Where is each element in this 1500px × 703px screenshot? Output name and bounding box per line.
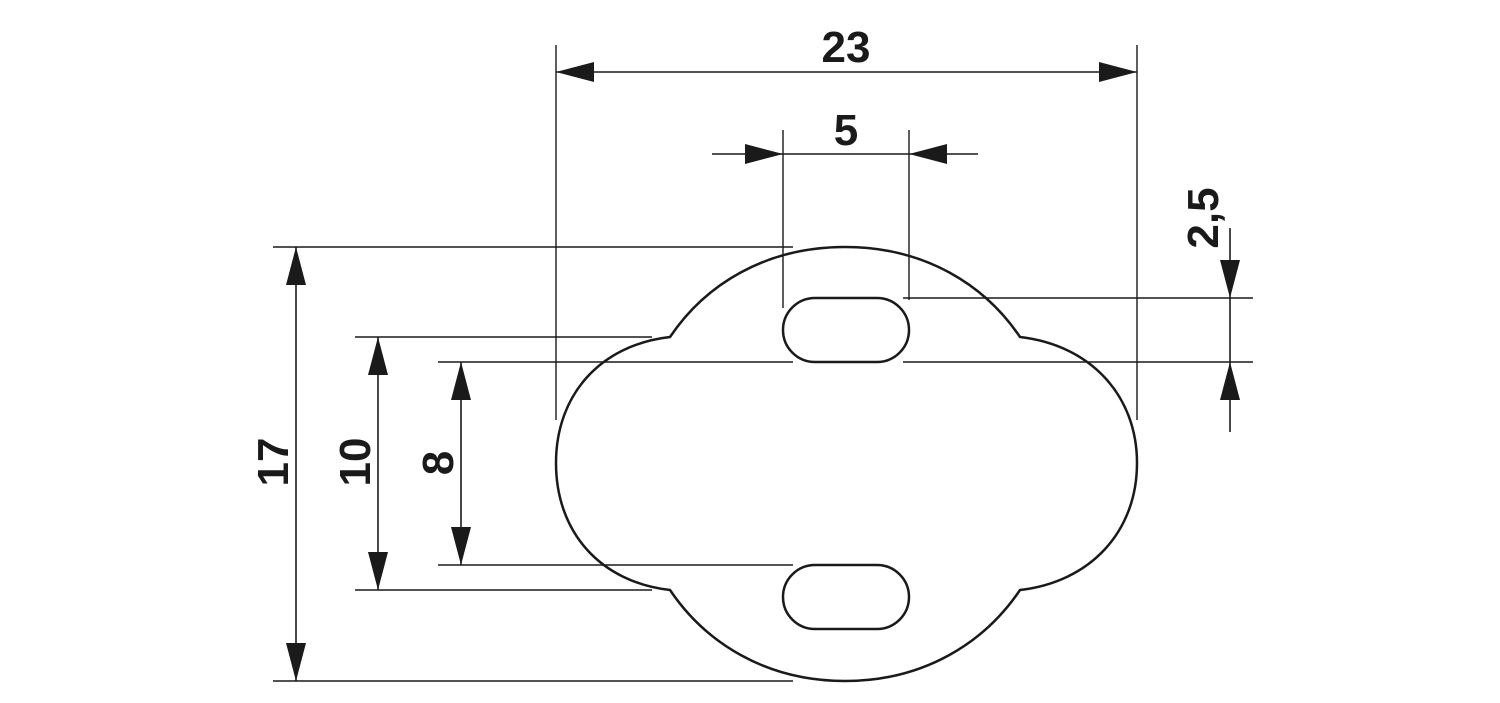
label-slot-width: 2,5 bbox=[1179, 187, 1228, 248]
dim-slot-spacing: 8 bbox=[414, 362, 471, 565]
label-overall-height: 17 bbox=[249, 438, 298, 487]
bottom-slot bbox=[781, 563, 911, 631]
label-slot-length: 5 bbox=[834, 106, 858, 155]
part-outline bbox=[554, 245, 1139, 683]
dim-slot-length: 5 bbox=[712, 106, 978, 164]
label-slot-spacing: 8 bbox=[414, 451, 463, 475]
dim-overall-width: 23 bbox=[556, 23, 1137, 82]
dim-slot-width: 2,5 bbox=[1179, 187, 1240, 432]
top-slot bbox=[781, 296, 911, 364]
dim-lobe-height: 10 bbox=[331, 337, 388, 590]
dim-overall-height: 17 bbox=[249, 247, 306, 681]
extension-lines bbox=[273, 45, 1253, 682]
label-lobe-height: 10 bbox=[331, 438, 380, 487]
label-overall-width: 23 bbox=[822, 23, 871, 72]
